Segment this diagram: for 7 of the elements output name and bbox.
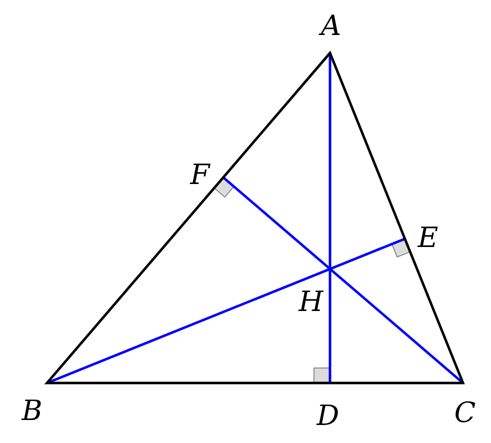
point-label: C — [454, 399, 476, 427]
point-label: A — [320, 12, 342, 40]
point-label: D — [316, 402, 340, 430]
point-label: B — [22, 397, 42, 425]
point-label: H — [298, 288, 324, 316]
point-label: E — [418, 224, 438, 252]
point-label: F — [190, 161, 210, 189]
